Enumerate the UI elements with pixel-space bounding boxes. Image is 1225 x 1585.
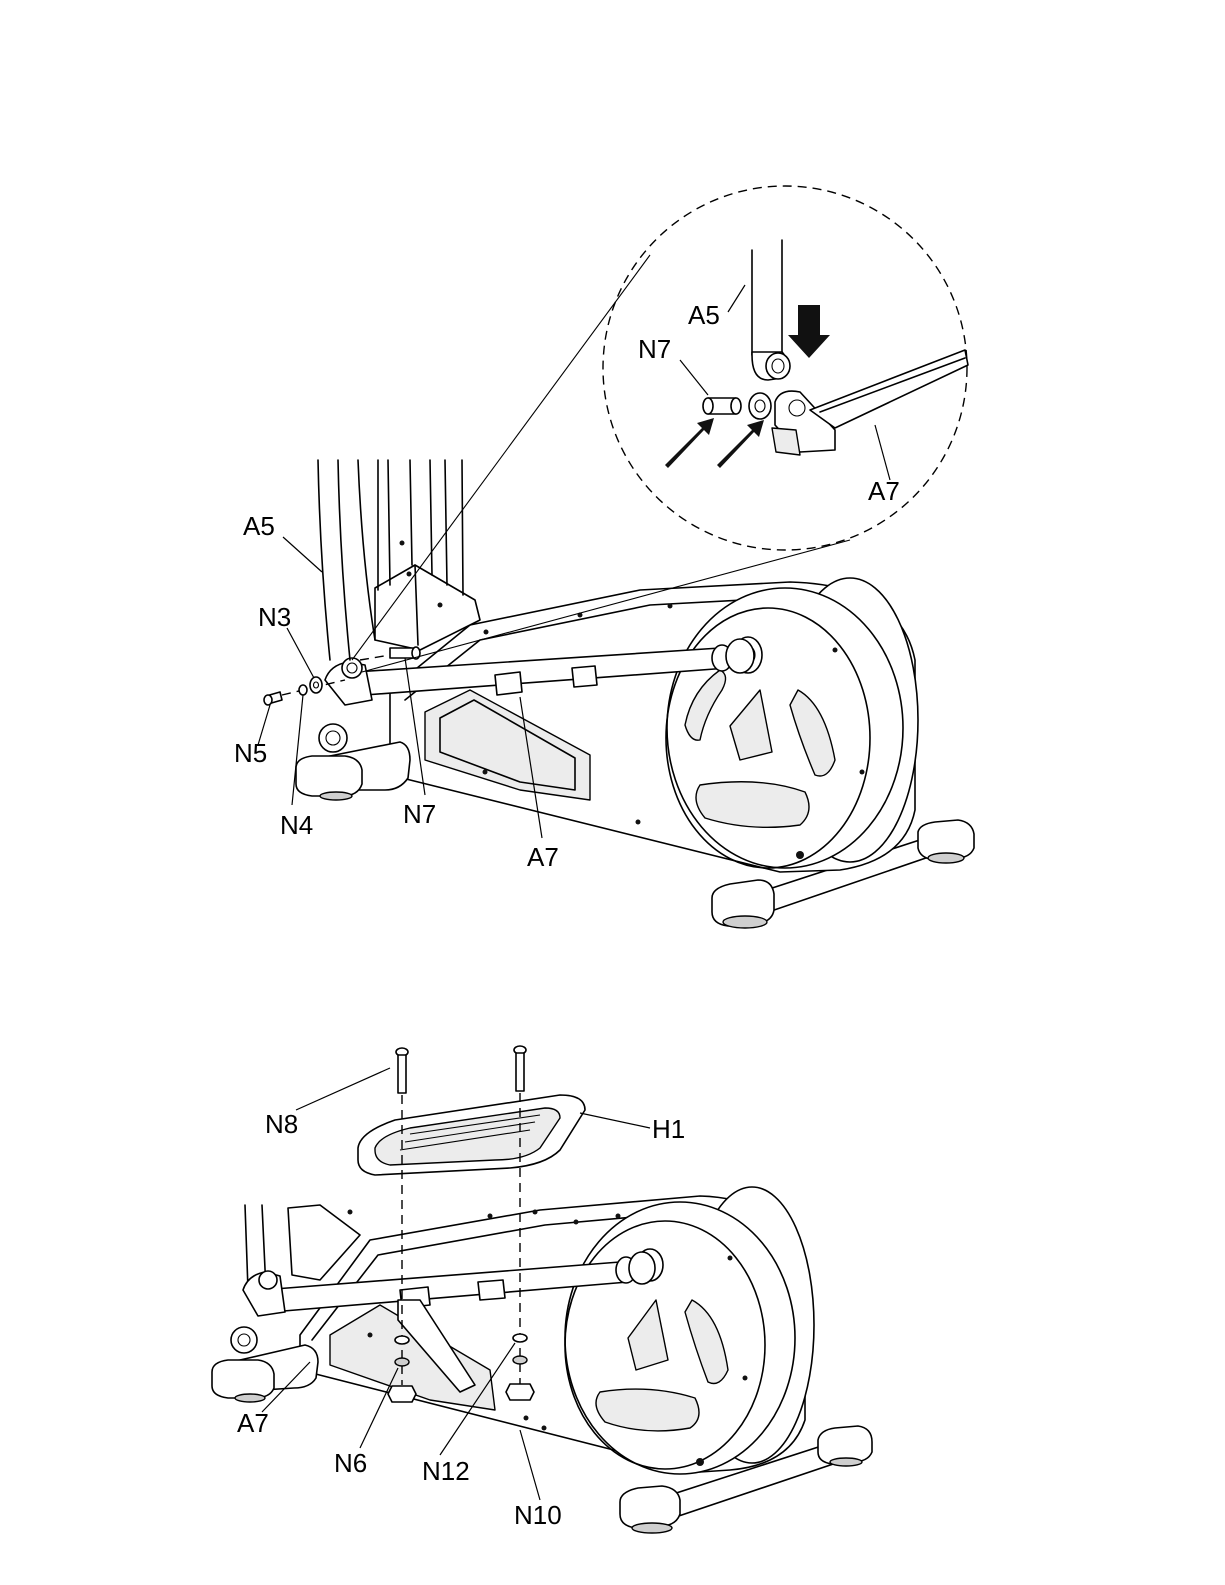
label-a5: A5 (243, 511, 275, 541)
label-a7: A7 (527, 842, 559, 872)
label-a7-2: A7 (237, 1408, 269, 1438)
detail-label-a7: A7 (868, 476, 900, 506)
pedal-h1 (358, 1095, 585, 1175)
detail-zoom-circle (603, 186, 968, 550)
figure-1-assembly: A5 N3 N5 N4 N7 A7 A5 N7 A7 (234, 186, 974, 928)
label-n6: N6 (334, 1448, 367, 1478)
label-n8: N8 (265, 1109, 298, 1139)
label-h1: H1 (652, 1114, 685, 1144)
detail-label-a5: A5 (688, 300, 720, 330)
label-n7: N7 (403, 799, 436, 829)
label-n3: N3 (258, 602, 291, 632)
detail-label-n7: N7 (638, 334, 671, 364)
label-n4: N4 (280, 810, 313, 840)
axle-pin-n7 (360, 647, 420, 660)
label-n5: N5 (234, 738, 267, 768)
label-n12: N12 (422, 1456, 470, 1486)
label-n10: N10 (514, 1500, 562, 1530)
bolts-n8 (396, 1046, 526, 1093)
figure-2-assembly: N8 H1 A7 N6 N12 N10 (212, 1046, 872, 1533)
